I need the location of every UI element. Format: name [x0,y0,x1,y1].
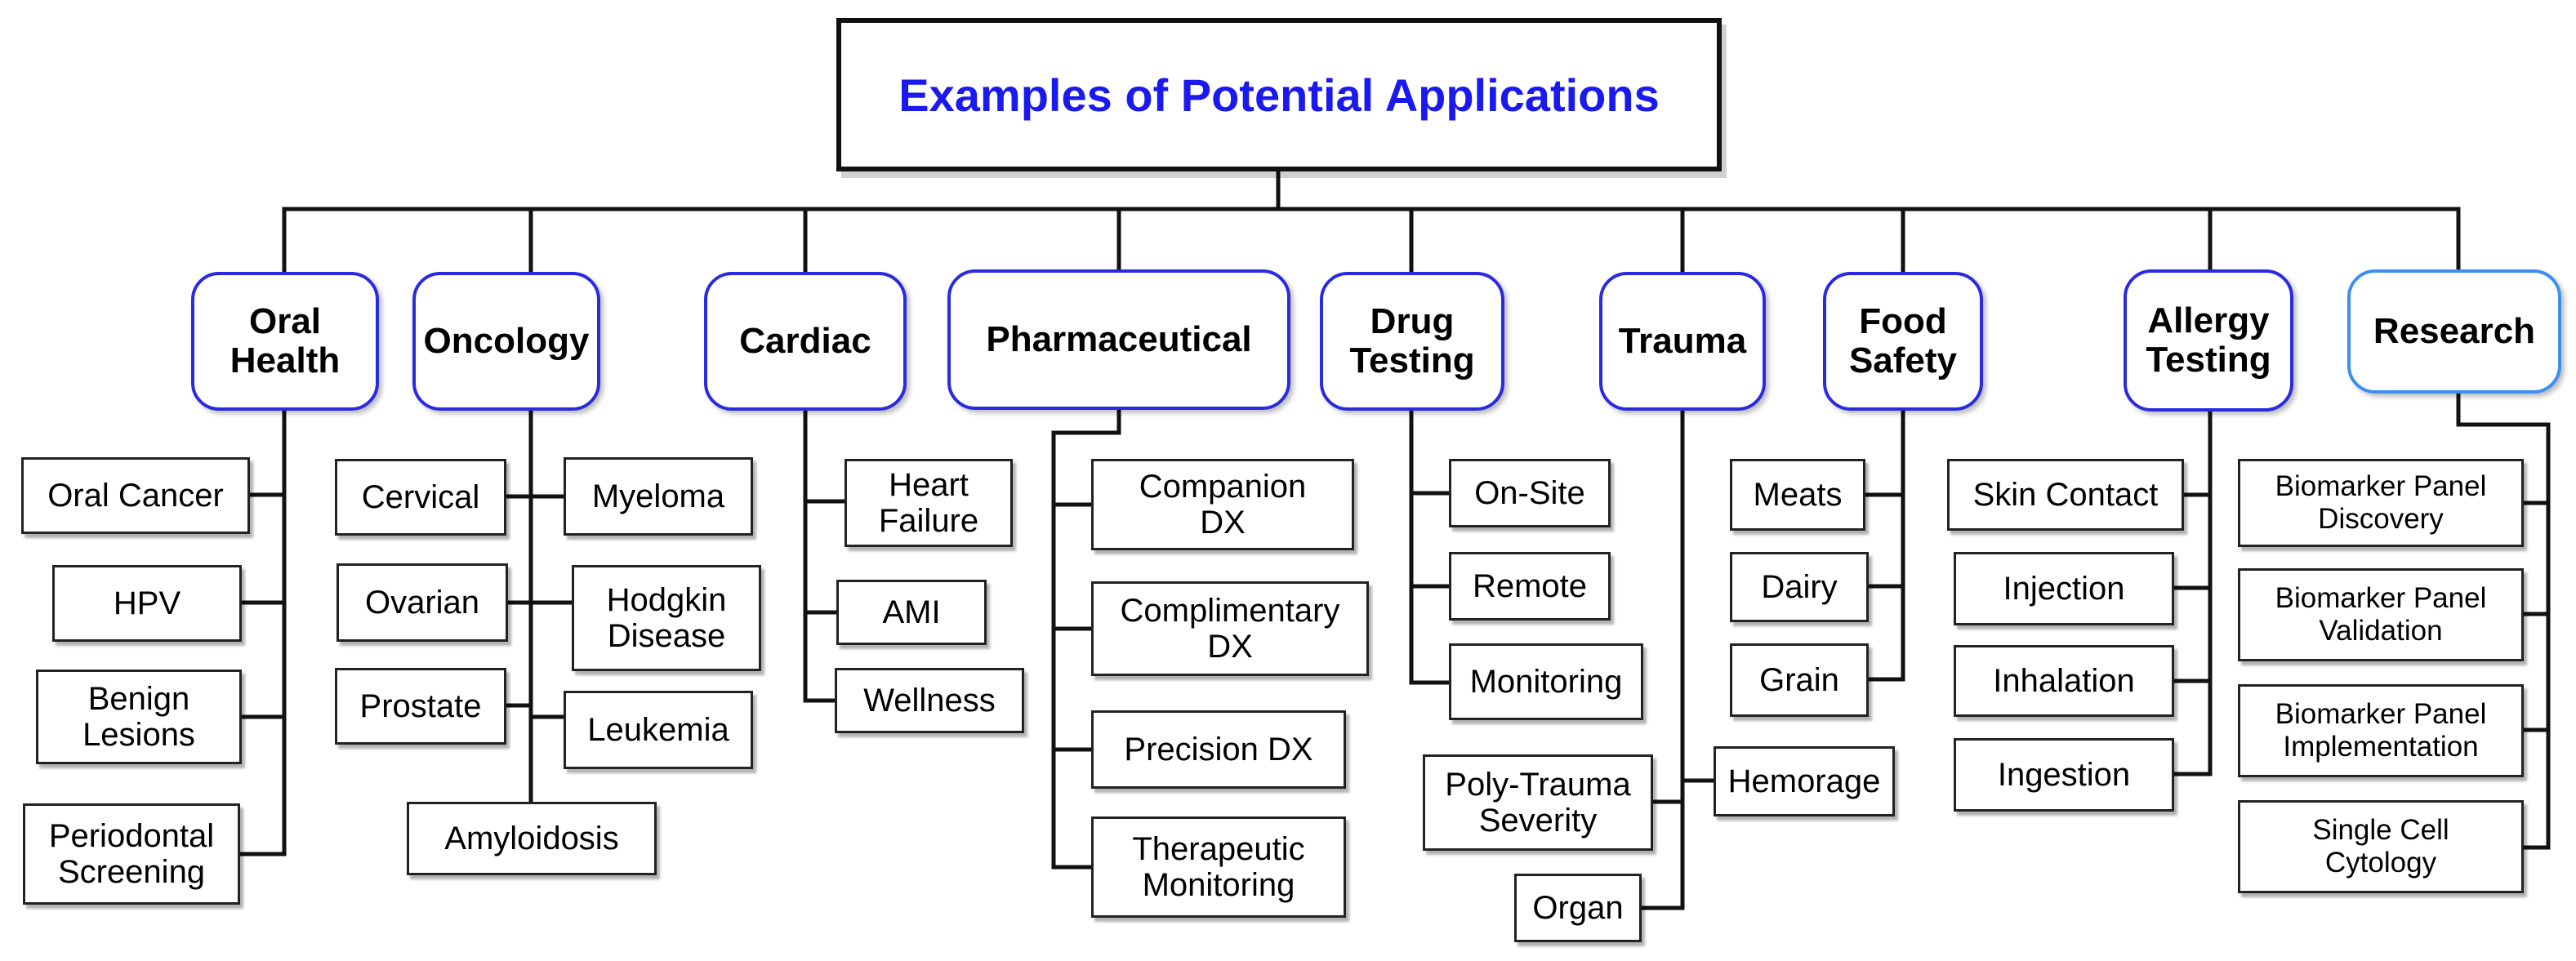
leaf-ingestion: Ingestion [1954,738,2174,812]
leaf-on-site: On-Site [1449,459,1611,527]
leaf-dairy: Dairy [1730,552,1869,622]
category-research: Research [2347,269,2561,394]
leaf-cervical: Cervical [335,459,506,536]
leaf-organ: Organ [1514,874,1642,942]
category-oral-health: Oral Health [191,272,379,411]
leaf-injection: Injection [1954,552,2174,625]
leaf-heart-failure: Heart Failure [845,459,1013,547]
leaf-leukemia: Leukemia [564,691,753,769]
leaf-single-cell-cytology: Single Cell Cytology [2238,800,2524,893]
leaf-poly-trauma-severity: Poly-Trauma Severity [1423,754,1653,851]
leaf-biomarker-panel-validation: Biomarker Panel Validation [2238,568,2524,661]
leaf-grain: Grain [1730,643,1869,717]
category-trauma: Trauma [1599,272,1766,411]
leaf-therapeutic-monitoring: Therapeutic Monitoring [1091,816,1346,918]
leaf-companion-dx: Companion DX [1091,459,1354,550]
leaf-ami: AMI [836,580,987,645]
leaf-biomarker-panel-discovery: Biomarker Panel Discovery [2238,459,2524,547]
leaf-monitoring: Monitoring [1449,643,1643,720]
leaf-benign-lesions: Benign Lesions [36,670,242,764]
leaf-complimentary-dx: Complimentary DX [1091,581,1369,676]
leaf-ovarian: Ovarian [336,563,508,642]
leaf-precision-dx: Precision DX [1091,710,1346,789]
leaf-periodontal-screening: Periodontal Screening [23,803,240,905]
category-allergy-testing: Allergy Testing [2124,269,2293,412]
category-drug-testing: Drug Testing [1320,272,1504,411]
leaf-wellness: Wellness [835,668,1024,733]
diagram-title: Examples of Potential Applications [836,18,1722,171]
leaf-skin-contact: Skin Contact [1947,459,2184,531]
leaf-meats: Meats [1730,459,1865,531]
leaf-prostate: Prostate [335,668,506,745]
leaf-biomarker-panel-implementation: Biomarker Panel Implementation [2238,684,2524,777]
leaf-amyloidosis: Amyloidosis [407,802,657,875]
leaf-oral-cancer: Oral Cancer [21,457,250,534]
leaf-hemorage: Hemorage [1714,746,1895,816]
leaf-remote: Remote [1449,552,1611,621]
category-food-safety: Food Safety [1823,272,1983,411]
category-oncology: Oncology [412,272,600,411]
category-cardiac: Cardiac [704,272,907,411]
category-pharmaceutical: Pharmaceutical [947,269,1290,410]
leaf-inhalation: Inhalation [1954,645,2174,717]
leaf-hpv: HPV [52,565,242,642]
leaf-hodgkin-disease: Hodgkin Disease [572,565,761,671]
leaf-myeloma: Myeloma [564,457,753,536]
